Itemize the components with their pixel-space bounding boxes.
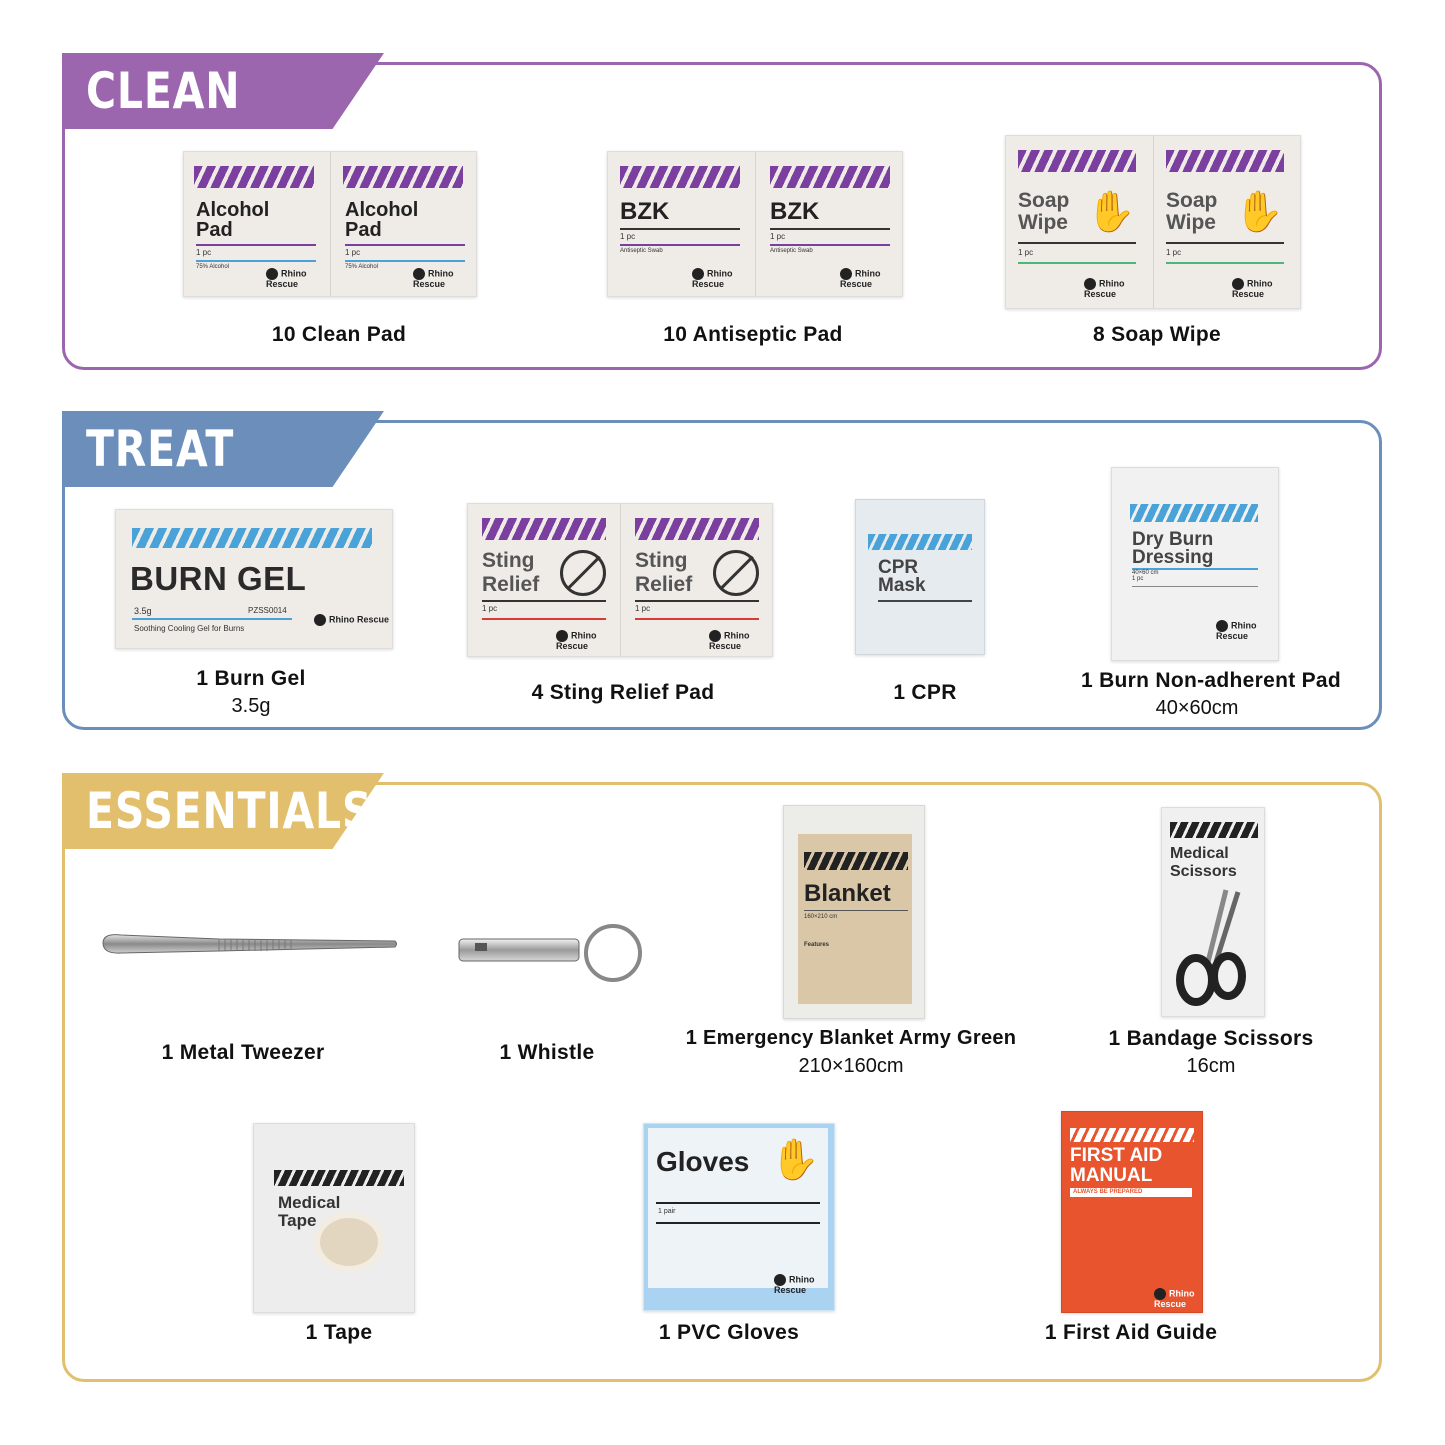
metal-tweezer-image — [102, 934, 397, 954]
product-image-emergency-blanket: Blanket 160×210 cm Features — [783, 805, 925, 1019]
item-caption-first-aid-guide: 1 First Aid Guide — [1044, 1321, 1218, 1344]
brand-logo: Rhino Rescue — [774, 1274, 834, 1295]
section-clean: CLEAN Alcohol Pad 1 pc 75% Alcohol Rhino… — [62, 53, 1382, 370]
brand-logo: Rhino Rescue — [266, 268, 330, 289]
brand-logo: Rhino Rescue — [1084, 278, 1153, 299]
section-tab-treat: TREAT — [62, 411, 384, 487]
item-subcaption-burn-pad-size: 40×60cm — [1155, 697, 1239, 719]
section-title: ESSENTIALS — [86, 782, 373, 840]
item-caption-cpr: 1 CPR — [893, 681, 957, 704]
section-title: CLEAN — [86, 62, 241, 120]
brand-logo: Rhino Rescue — [1232, 278, 1302, 299]
product-image-burn-gel: BURN GEL 3.5g PZSS0014 Soothing Cooling … — [115, 509, 393, 649]
section-tab-essentials: ESSENTIALS — [62, 773, 384, 849]
item-caption-burn-non-adherent-pad: 1 Burn Non-adherent Pad — [1080, 669, 1342, 692]
glove-icon: ✋ — [770, 1138, 820, 1182]
item-caption-emergency-blanket: 1 Emergency Blanket Army Green — [685, 1027, 1017, 1049]
item-caption-clean-pad: 10 Clean Pad — [271, 323, 407, 346]
tape-roll-icon — [314, 1212, 384, 1272]
product-image-medical-tape: Medical Tape — [253, 1123, 415, 1313]
section-title: TREAT — [86, 420, 235, 478]
item-caption-sting-relief-pad: 4 Sting Relief Pad — [531, 681, 715, 704]
item-subcaption-blanket-size: 210×160cm — [798, 1055, 904, 1077]
section-tab-clean: CLEAN — [62, 53, 384, 129]
product-image-pvc-gloves: Gloves ✋ 1 pair Rhino Rescue — [643, 1123, 835, 1311]
product-image-bzk: BZK 1 pc Antiseptic Swab Rhino Rescue BZ… — [607, 151, 903, 297]
section-treat: TREAT BURN GEL 3.5g PZSS0014 Soothing Co… — [62, 411, 1382, 730]
product-image-dry-burn-dressing: Dry Burn Dressing 40×60 cm 1 pc Rhino Re… — [1111, 467, 1279, 661]
brand-logo: Rhino Rescue — [1154, 1288, 1202, 1309]
item-caption-metal-tweezer: 1 Metal Tweezer — [161, 1041, 325, 1064]
brand-logo: Rhino Rescue — [314, 614, 389, 626]
product-image-first-aid-manual: FIRST AID MANUAL ALWAYS BE PREPARED Rhin… — [1061, 1111, 1203, 1313]
item-caption-burn-gel: 1 Burn Gel — [196, 667, 306, 690]
no-mosquito-icon — [713, 550, 759, 596]
product-image-soap-wipe: Soap Wipe ✋ 1 pc Rhino Rescue Soap Wipe … — [1005, 135, 1301, 309]
no-mosquito-icon — [560, 550, 606, 596]
item-subcaption-burn-gel: 3.5g — [231, 695, 271, 717]
item-caption-bandage-scissors: 1 Bandage Scissors — [1108, 1027, 1314, 1050]
brand-logo: Rhino Rescue — [413, 268, 478, 289]
item-caption-soap-wipe: 8 Soap Wipe — [1093, 323, 1221, 346]
brand-logo: Rhino Rescue — [1216, 620, 1278, 641]
scissors-icon — [1176, 889, 1246, 1006]
item-caption-whistle: 1 Whistle — [499, 1041, 595, 1064]
brand-logo: Rhino Rescue — [556, 630, 620, 651]
product-image-cpr-mask: CPR Mask — [855, 499, 985, 655]
whistle-image — [458, 924, 642, 982]
product-image-alcohol-pad: Alcohol Pad 1 pc 75% Alcohol Rhino Rescu… — [183, 151, 477, 297]
product-image-sting-relief: Sting Relief 1 pc Rhino Rescue Sting Rel… — [467, 503, 773, 657]
item-caption-antiseptic-pad: 10 Antiseptic Pad — [663, 323, 843, 346]
hands-washing-icon: ✋ — [1086, 190, 1136, 234]
brand-logo: Rhino Rescue — [709, 630, 774, 651]
item-subcaption-scissors-size: 16cm — [1186, 1055, 1236, 1077]
product-image-bandage-scissors: Medical Scissors — [1161, 807, 1265, 1017]
hands-washing-icon: ✋ — [1234, 190, 1284, 234]
section-essentials: ESSENTIALS 1 Metal Tweezer 1 Whistle Bla… — [62, 773, 1382, 1382]
brand-logo: Rhino Rescue — [840, 268, 904, 289]
brand-logo: Rhino Rescue — [692, 268, 755, 289]
item-caption-pvc-gloves: 1 PVC Gloves — [658, 1321, 800, 1344]
item-caption-tape: 1 Tape — [305, 1321, 373, 1344]
